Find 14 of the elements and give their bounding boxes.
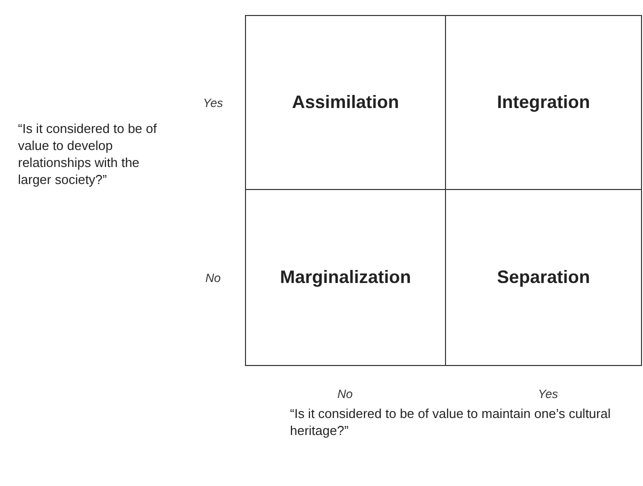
- axis-value: No: [336, 386, 354, 403]
- quadrant-label: Marginalization: [280, 267, 411, 288]
- quadrant-cell: [445, 189, 642, 366]
- quadrant-cell: [245, 189, 446, 366]
- quadrant-cell: [245, 15, 446, 190]
- axis-value: Yes: [202, 95, 224, 112]
- axis-question: “Is it considered to be of value to maintain one’s cultural heritage?”: [290, 405, 612, 439]
- quadrant-label: Separation: [496, 267, 590, 288]
- axis-value: No: [204, 270, 222, 287]
- axis-question: “Is it considered to be of value to develop relationships with the larger society?”: [18, 120, 158, 188]
- quadrant-label: Integration: [497, 92, 590, 113]
- quadrant-label: Assimilation: [292, 92, 400, 113]
- quadrant-cell: [445, 15, 642, 190]
- axis-value: Yes: [536, 386, 559, 403]
